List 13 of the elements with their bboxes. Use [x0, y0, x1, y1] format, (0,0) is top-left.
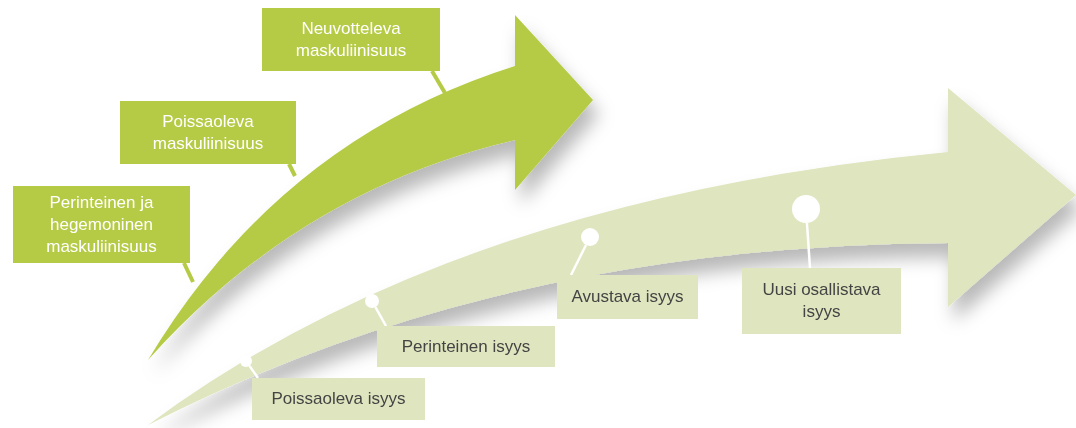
callout-label: Perinteinen isyys [377, 326, 555, 367]
callout-label: Neuvotteleva maskuliinisuus [262, 8, 440, 71]
leader-line [430, 70, 447, 94]
callout-label: Poissaoleva isyys [252, 378, 425, 420]
marker-dot [365, 294, 379, 308]
leader-line [182, 262, 195, 283]
callout-label: Perinteinen ja hegemoninen maskuliinisuus [13, 186, 190, 263]
leader-line [374, 306, 388, 327]
leader-line [569, 244, 588, 276]
leader-line [248, 365, 260, 379]
callout-label: Uusi osallistava isyys [742, 268, 901, 334]
callout-label: Avustava isyys [557, 275, 698, 319]
callout-label: Poissaoleva maskuliinisuus [120, 101, 296, 164]
